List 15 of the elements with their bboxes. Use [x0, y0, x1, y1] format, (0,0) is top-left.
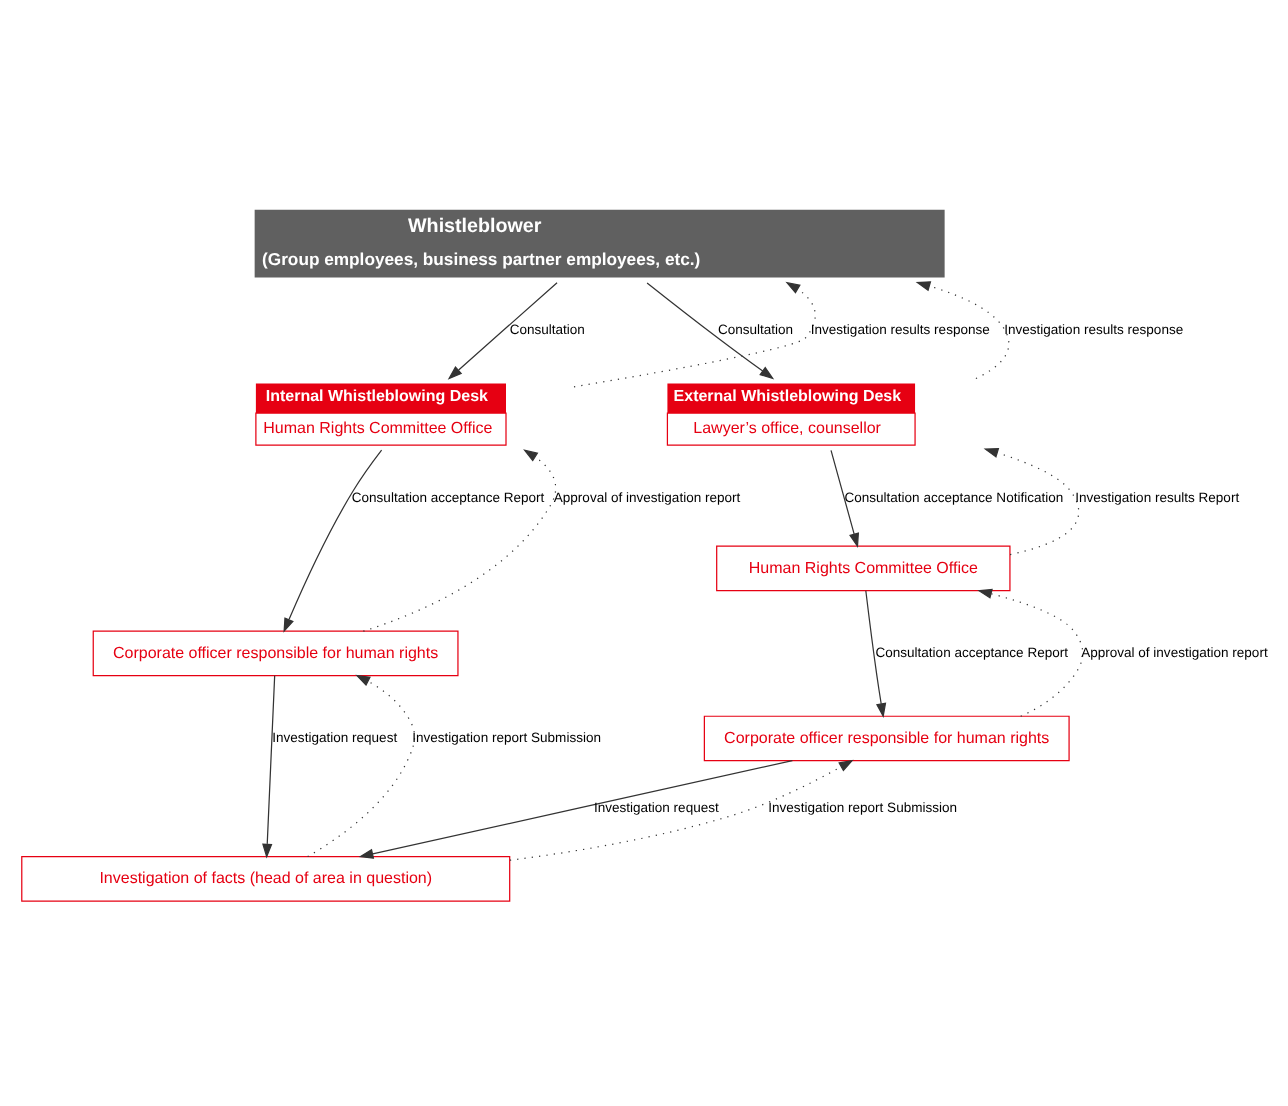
- arrow: [283, 449, 383, 633]
- arrow: [830, 449, 860, 548]
- arrow: [977, 588, 1084, 717]
- arrow: [509, 759, 854, 861]
- arrow: [646, 282, 775, 380]
- node-box: Whistleblower (Group employees, business partner employees, etc.): [254, 209, 945, 278]
- arrow: [983, 447, 1080, 556]
- arrow: [573, 281, 816, 388]
- arrow: [915, 281, 1010, 380]
- arrow: [358, 760, 794, 859]
- arrow: [262, 675, 276, 859]
- arrow: [307, 674, 416, 858]
- arrow: [447, 282, 558, 380]
- arrow: [865, 590, 887, 718]
- arrow: [362, 449, 557, 632]
